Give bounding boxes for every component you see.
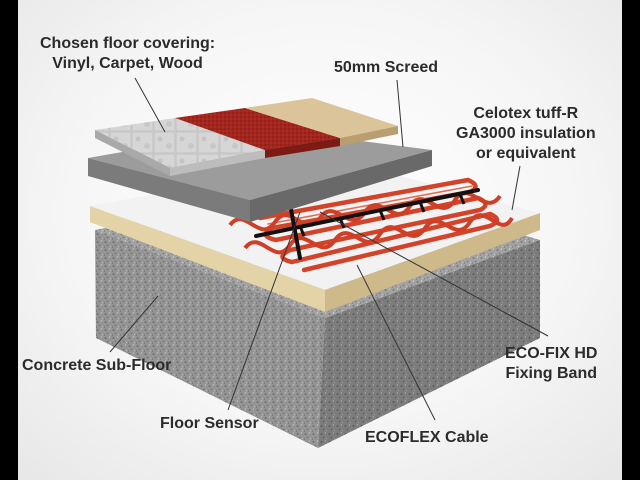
- floor-sensor-label: Floor Sensor: [160, 415, 259, 432]
- insulation-label-line2: GA3000 insulation: [456, 125, 596, 142]
- eco-fix-hd-fixing-band: [254, 188, 480, 260]
- floor-covering-label-line2: Vinyl, Carpet, Wood: [52, 55, 203, 72]
- screed-label: 50mm Screed: [334, 59, 439, 76]
- leader-lines: [109, 77, 549, 421]
- fixing-band-label-line2: Fixing Band: [505, 365, 597, 382]
- insulation-label-line3: or equivalent: [476, 145, 576, 162]
- subfloor-label: Concrete Sub-Floor: [22, 357, 172, 374]
- floor-covering: [95, 98, 398, 176]
- insulation-label: Celotex tuff-R GA3000 insulation or equi…: [456, 104, 596, 164]
- fixing-band-marks: [298, 193, 466, 237]
- ecoflex-cable-label: ECOFLEX Cable: [365, 429, 489, 446]
- floor-covering-label-line1: Chosen floor covering:: [40, 35, 216, 52]
- fixing-band-label: ECO-FIX HD Fixing Band: [505, 344, 597, 384]
- floor-covering-label: Chosen floor covering: Vinyl, Carpet, Wo…: [40, 34, 215, 74]
- insulation-label-line1: Celotex tuff-R: [473, 105, 579, 122]
- fixing-band-label-line1: ECO-FIX HD: [505, 345, 598, 362]
